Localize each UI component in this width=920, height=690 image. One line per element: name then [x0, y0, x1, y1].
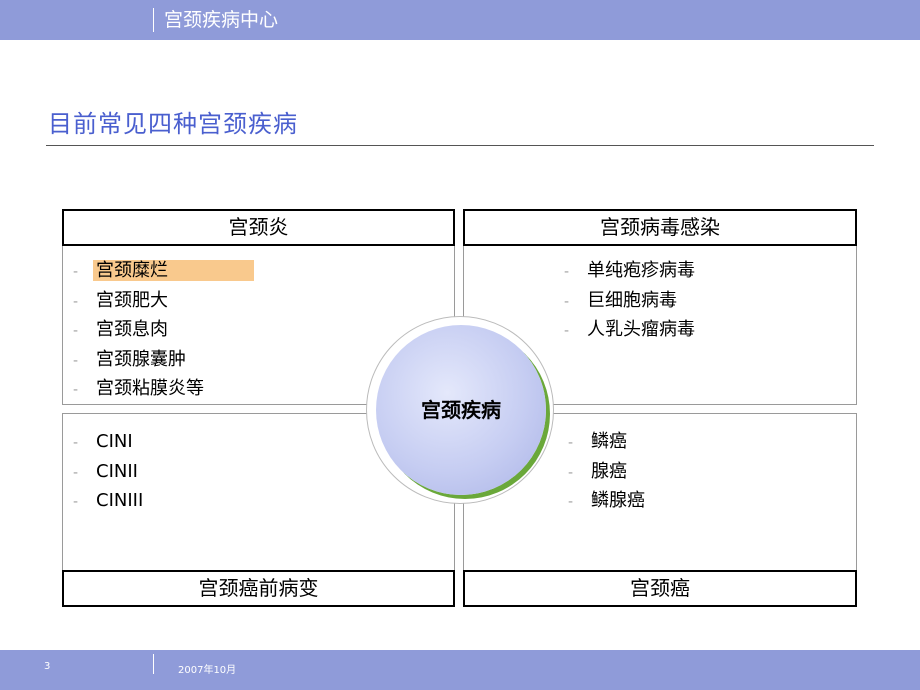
footer-date: 2007年10月 [178, 665, 237, 676]
list-item-text: 宫颈息肉 [96, 319, 168, 340]
list-item-text: 鳞癌 [591, 431, 627, 452]
quadrant-list: -单纯疱疹病毒 -巨细胞病毒 -人乳头瘤病毒 [564, 256, 698, 345]
list-item-text: 鳞腺癌 [591, 490, 645, 511]
quadrant-list: -鳞癌 -腺癌 -鳞腺癌 [568, 427, 648, 516]
list-item-text: CINII [96, 460, 138, 482]
quadrant-title: 宫颈病毒感染 [463, 209, 857, 246]
list-item: - CINIII [73, 486, 146, 516]
bullet-dash: - [73, 293, 79, 310]
center-label: 宫颈疾病 [421, 398, 501, 422]
list-item-text: 宫颈腺囊肿 [96, 348, 186, 370]
list-item-text: 单纯疱疹病毒 [587, 260, 695, 281]
list-item: - 单纯疱疹病毒 [564, 256, 698, 286]
page-number: 3 [44, 661, 51, 672]
bullet-dash: - [73, 435, 79, 451]
list-item: -CINII [73, 457, 146, 487]
list-item-text: 巨细胞病毒 [587, 289, 677, 311]
bullet-dash: - [568, 464, 574, 481]
list-item-text: 宫颈粘膜炎等 [96, 378, 204, 399]
bullet-dash: - [73, 264, 79, 280]
list-item-text: 宫颈肥大 [96, 289, 168, 311]
list-item: -宫颈糜烂 [73, 256, 254, 286]
bullet-dash: - [564, 323, 570, 339]
quadrant-title: 宫颈癌前病变 [62, 570, 455, 607]
bullet-dash: - [564, 264, 570, 280]
list-item: -宫颈腺囊肿 [73, 345, 254, 375]
quadrant-title: 宫颈炎 [62, 209, 455, 246]
list-item: - 鳞癌 [568, 427, 648, 457]
list-item-text: CINIII [96, 490, 144, 511]
bullet-dash: - [73, 352, 79, 369]
quadrant-cervicitis: 宫颈炎 -宫颈糜烂 -宫颈肥大 -宫颈息肉 -宫颈腺囊肿 -宫颈粘膜炎等 [62, 209, 455, 405]
footer-banner: 3 2007年10月 [0, 650, 920, 690]
bullet-dash: - [73, 494, 79, 510]
bullet-dash: - [568, 435, 574, 451]
list-item: -宫颈肥大 [73, 286, 254, 316]
list-item-text: CINI [96, 431, 133, 452]
banner-title: 宫颈疾病中心 [164, 9, 279, 31]
list-item: - CINI [73, 427, 146, 457]
quadrant-title: 宫颈癌 [463, 570, 857, 607]
list-item: - 鳞腺癌 [568, 486, 648, 516]
bullet-dash: - [568, 494, 574, 510]
center-circle [376, 325, 546, 495]
list-item: -腺癌 [568, 457, 648, 487]
list-item-text: 腺癌 [591, 460, 627, 482]
highlighted-item: 宫颈糜烂 [93, 260, 254, 281]
quadrant-list: -宫颈糜烂 -宫颈肥大 -宫颈息肉 -宫颈腺囊肿 -宫颈粘膜炎等 [73, 256, 254, 404]
banner-divider [153, 8, 154, 32]
list-item: -巨细胞病毒 [564, 286, 698, 316]
bullet-dash: - [73, 323, 79, 339]
top-banner: 宫颈疾病中心 [0, 0, 920, 40]
bullet-dash: - [564, 293, 570, 310]
list-item: - 宫颈息肉 [73, 315, 254, 345]
quadrant-list: -CINI -CINII -CINIII [73, 427, 146, 516]
footer-divider [153, 654, 154, 674]
title-underline [46, 145, 874, 146]
list-item: - 宫颈粘膜炎等 [73, 374, 254, 404]
list-item-text: 人乳头瘤病毒 [587, 319, 695, 340]
bullet-dash: - [73, 464, 79, 481]
bullet-dash: - [73, 382, 79, 398]
list-item: - 人乳头瘤病毒 [564, 315, 698, 345]
page-title: 目前常见四种宫颈疾病 [48, 110, 298, 138]
